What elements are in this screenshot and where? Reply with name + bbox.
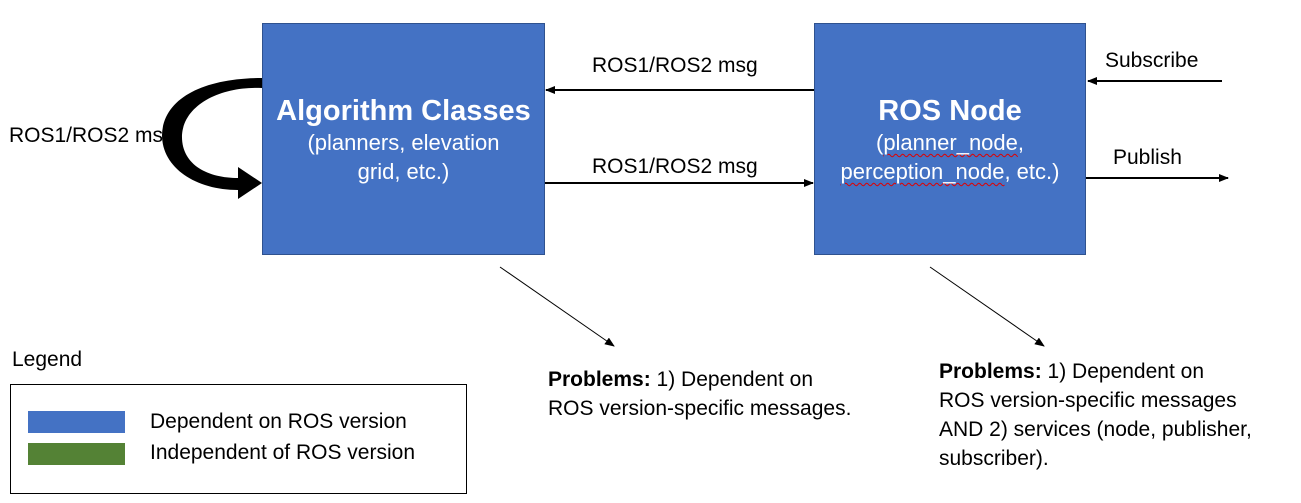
self-loop-arrow <box>162 78 262 199</box>
ros-node-subtitle-line1: (planner_node, <box>815 128 1085 157</box>
label-self-loop: ROS1/ROS2 msg <box>9 124 175 147</box>
problems-right-line3: AND 2) services (node, publisher, <box>939 418 1252 441</box>
label-algorithm-to-node: ROS1/ROS2 msg <box>592 155 758 178</box>
algorithm-classes-title: Algorithm Classes <box>276 95 531 127</box>
problems-right-line4: subscriber). <box>939 447 1049 470</box>
problems-left-text1: 1) Dependent on <box>650 368 813 391</box>
ros-node-box: ROS Node (planner_node, perception_node,… <box>814 23 1086 255</box>
problems-left-heading: Problems: <box>548 368 651 391</box>
problems-right-line2: ROS version-specific messages <box>939 389 1237 412</box>
legend-swatch-dependent <box>28 411 125 433</box>
pointer-left-problems <box>499 266 615 347</box>
perception-node-word: perception_node <box>840 159 1005 184</box>
legend-label-dependent: Dependent on ROS version <box>150 410 407 433</box>
problems-right-heading: Problems: <box>939 360 1042 383</box>
ros-node-subtitle-line2: perception_node, etc.) <box>815 157 1085 186</box>
ros-node-paren: ( <box>875 130 884 155</box>
legend-label-independent: Independent of ROS version <box>150 441 416 464</box>
planner-node-word: planner_node <box>883 130 1018 155</box>
label-subscribe: Subscribe <box>1105 49 1199 72</box>
problems-left-line2: ROS version-specific messages. <box>548 397 852 420</box>
ros-node-title: ROS Node <box>878 95 1022 127</box>
ros-node-etc: , etc.) <box>1004 159 1060 184</box>
problems-right-line1: Problems: 1) Dependent on <box>939 357 1252 386</box>
problems-left-line1: Problems: 1) Dependent on <box>548 365 851 394</box>
label-publish: Publish <box>1113 146 1182 169</box>
problems-right-text1: 1) Dependent on <box>1041 360 1204 383</box>
algorithm-classes-subtitle-line1: (planners, elevation <box>307 130 500 155</box>
problems-left: Problems: 1) Dependent on ROS version-sp… <box>548 365 851 423</box>
legend-title: Legend <box>12 348 83 371</box>
label-node-to-algorithm: ROS1/ROS2 msg <box>592 54 758 77</box>
algorithm-classes-subtitle-line2: grid, etc.) <box>357 159 450 184</box>
problems-right: Problems: 1) Dependent on ROS version-sp… <box>939 357 1252 473</box>
algorithm-classes-box: Algorithm Classes (planners, elevation g… <box>262 23 545 255</box>
pointer-right-problems <box>929 266 1045 347</box>
legend-swatch-independent <box>28 443 125 465</box>
ros-node-comma: , <box>1017 130 1025 155</box>
legend-box: Dependent on ROS version Independent of … <box>10 384 467 494</box>
